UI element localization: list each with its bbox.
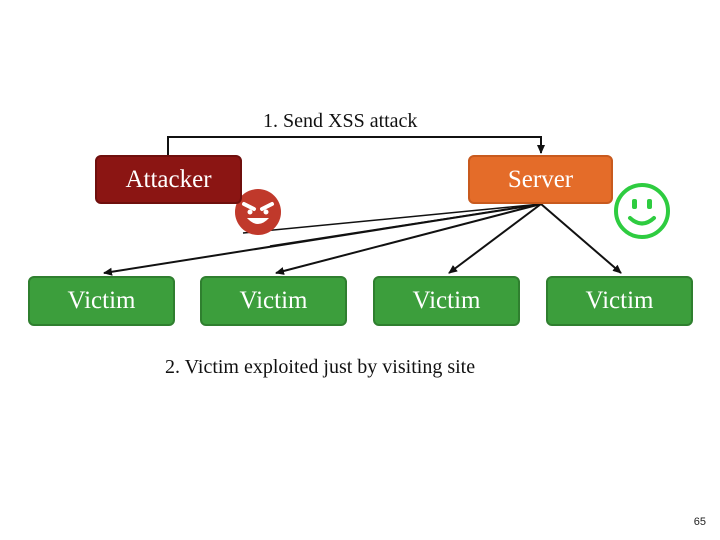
victim-node-3: Victim	[373, 276, 520, 326]
server-fan-line-a	[242, 203, 542, 234]
server-to-victim-2-arrow	[275, 203, 542, 275]
victim-node-1: Victim	[28, 276, 175, 326]
server-fan-line-b	[269, 203, 542, 247]
server-to-victim-3-arrow	[448, 203, 542, 274]
page-number: 65	[693, 516, 706, 528]
step-2-label: 2. Victim exploited just by visiting sit…	[165, 356, 476, 378]
smiley-face-icon	[614, 183, 670, 239]
server-node: Server	[468, 155, 613, 204]
victim-node-2: Victim	[200, 276, 347, 326]
evil-face-icon	[235, 189, 281, 235]
send-attack-arrow	[167, 136, 545, 155]
attacker-node: Attacker	[95, 155, 242, 204]
victim-node-4: Victim	[546, 276, 693, 326]
step-1-label: 1. Send XSS attack	[263, 110, 418, 132]
server-to-victim-4-arrow	[540, 203, 622, 274]
